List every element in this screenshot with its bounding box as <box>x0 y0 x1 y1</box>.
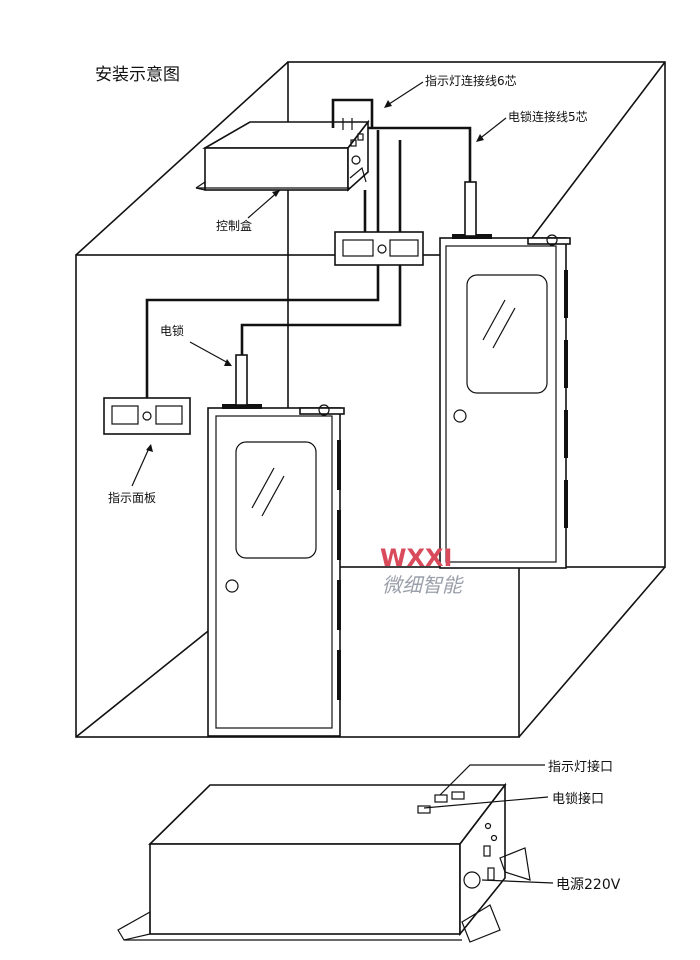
indicator-panel-pointer <box>131 445 151 487</box>
indicator-port <box>434 794 448 803</box>
electric-lock-pointer <box>189 341 231 365</box>
watermark-name-text: 微细智能 <box>382 573 464 597</box>
door-back <box>439 234 571 569</box>
electric-lock-arrowhead <box>224 359 232 366</box>
lock-cable-arrowhead <box>476 134 484 142</box>
lock-port-pointer <box>423 796 549 809</box>
indicator-panel-back <box>334 231 424 266</box>
control-box <box>195 119 370 192</box>
watermark-logo: WXXI 微细智能 <box>380 544 464 597</box>
indicator-port-label: 指示灯接口 <box>548 759 613 775</box>
diagram-title: 安装示意图 <box>95 65 180 85</box>
indicator-panel-label: 指示面板 <box>108 490 156 505</box>
lock-cable-label: 电锁连接线5芯 <box>508 109 588 124</box>
right-bracket-bottom <box>461 904 501 943</box>
indicator-port-pointer <box>439 764 545 796</box>
right-bracket-top <box>499 847 531 881</box>
indicator-cable-label: 指示灯连接线6芯 <box>425 73 517 88</box>
lock-cable-pointer <box>477 117 507 141</box>
power-pointer <box>481 879 554 884</box>
electric-lock-front <box>235 354 248 406</box>
control-box-arrowhead <box>272 190 280 197</box>
power-label: 电源220V <box>556 877 621 893</box>
lock-port-2 <box>451 791 465 800</box>
electric-lock-label: 电锁 <box>160 323 184 338</box>
left-bracket <box>117 910 151 941</box>
cable-bracket <box>331 98 374 130</box>
power-socket <box>463 871 481 889</box>
control-box-label: 控制盒 <box>216 218 252 233</box>
control-box-detail <box>117 782 531 943</box>
electric-lock-back <box>464 181 477 237</box>
indicator-panel-arrowhead <box>146 444 153 452</box>
watermark-logo-text: WXXI <box>380 544 452 572</box>
lock-port-label: 电锁接口 <box>552 791 604 807</box>
indicator-cable-arrowhead <box>384 100 392 108</box>
indicator-cable-pointer <box>385 81 424 107</box>
indicator-panel-front <box>103 397 191 435</box>
door-front <box>207 404 345 737</box>
lock-port-1 <box>417 805 431 814</box>
